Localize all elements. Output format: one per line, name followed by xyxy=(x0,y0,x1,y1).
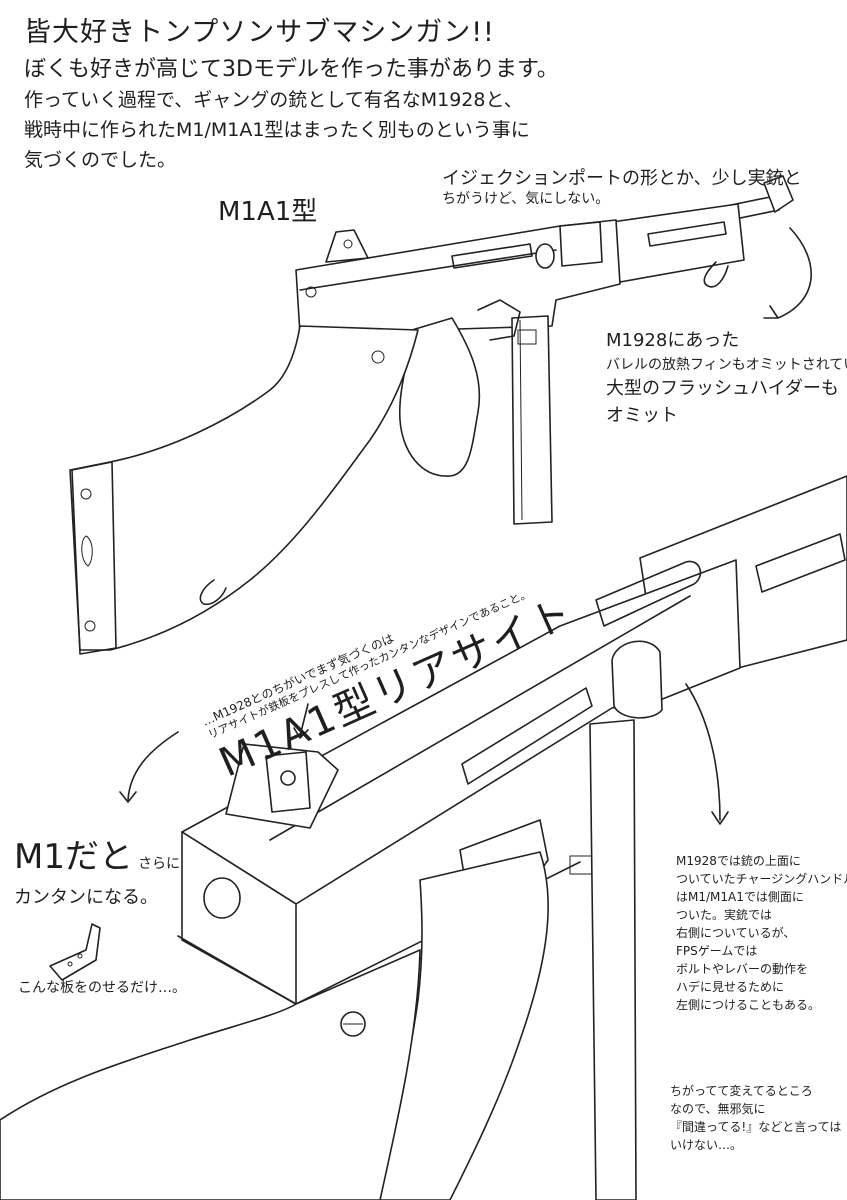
ejection-line-0: イジェクションポートの形とか、少し実銃と xyxy=(442,168,802,189)
barrel-line-3: オミット xyxy=(606,404,678,426)
lower-stock-screw xyxy=(340,1011,366,1037)
charging-line-2: はM1/M1A1では側面に xyxy=(676,890,804,904)
upper-stock xyxy=(69,325,419,651)
closing-note: ちがってて変えてるところ なので、無邪気に 『間違ってる!』などと言っては いけ… xyxy=(670,1082,841,1154)
barrel-arrow xyxy=(777,227,812,319)
intro-text: 皆大好きトンプソンサブマシンガン!! ぼくも好きが高じて3Dモデルを作った事があ… xyxy=(24,16,559,173)
charging-line-8: 左側につけることもある。 xyxy=(676,998,821,1012)
upper-magazine-release xyxy=(517,329,537,345)
lower-rear-knob xyxy=(203,877,241,919)
upper-receiver-front-block xyxy=(559,221,603,267)
lower-charging-knob xyxy=(611,640,663,719)
m1-arrow xyxy=(127,731,179,801)
intro-line-4: 気づくのでした。 xyxy=(24,148,177,171)
barrel-line-2: 大型のフラッシュハイダーも xyxy=(606,378,839,399)
rear-sight-arrow xyxy=(299,703,309,737)
barrel-note: M1928にあった バレルの放熱フィンもオミットされている 大型のフラッシュハイ… xyxy=(606,330,847,427)
ejection-line-1: ちがうけど、気にしない。 xyxy=(442,190,610,207)
upper-stock-screw xyxy=(371,350,385,364)
charging-arrow xyxy=(685,683,721,821)
lower-rear-sight-aperture xyxy=(280,770,296,786)
upper-handguard xyxy=(611,203,745,283)
lower-handguard-slot xyxy=(755,533,846,593)
upper-receiver-slot xyxy=(451,243,533,269)
charging-line-3: ついた。実銃では xyxy=(676,908,773,922)
upper-magazine xyxy=(511,315,553,525)
lower-ejection-port xyxy=(595,560,702,627)
upper-buttplate xyxy=(71,461,117,655)
upper-pistol-grip xyxy=(398,317,481,477)
upper-front-swivel xyxy=(703,261,729,288)
charging-line-1: ついていたチャージングハンドル xyxy=(676,872,847,886)
charging-line-4: 右側についているが、 xyxy=(676,926,796,940)
m1-suffix: さらに xyxy=(138,856,181,872)
annotation-arrows xyxy=(119,227,812,825)
m1-plate-caption: こんな板をのせるだけ…。 xyxy=(18,980,186,996)
barrel-line-0: M1928にあった xyxy=(606,330,740,351)
upper-butt-trap xyxy=(81,535,93,567)
model-label: M1A1型 xyxy=(218,197,318,227)
upper-receiver-screw xyxy=(305,286,317,298)
lower-receiver xyxy=(181,559,741,905)
upper-receiver-edge xyxy=(299,249,557,291)
lower-gun-drawing xyxy=(0,475,847,1200)
intro-line-0: 皆大好きトンプソンサブマシンガン!! xyxy=(24,17,495,48)
upper-charging-knob xyxy=(535,243,555,269)
intro-line-3: 戦時中に作られたM1/M1A1型はまったく別ものという事に xyxy=(24,119,530,141)
intro-line-1: ぼくも好きが高じて3Dモデルを作った事があります。 xyxy=(24,56,559,82)
barrel-line-1: バレルの放熱フィンもオミットされている xyxy=(606,356,847,373)
m1-plate-sketch xyxy=(49,923,101,981)
m1-note: M1だと さらに カンタンになる。 xyxy=(14,836,180,909)
closing-line-0: ちがってて変えてるところ xyxy=(670,1084,813,1098)
upper-gun-drawing xyxy=(69,175,794,655)
ejection-note: イジェクションポートの形とか、少し実銃と ちがうけど、気にしない。 xyxy=(442,168,802,208)
upper-rear-sight xyxy=(325,229,369,263)
charging-line-5: FPSゲームでは xyxy=(676,944,758,958)
m1-heading: M1だと xyxy=(14,837,133,877)
charging-line-6: ボルトやレバーの動作を xyxy=(676,962,809,976)
lower-receiver-slot xyxy=(461,687,593,785)
m1-line-0: カンタンになる。 xyxy=(14,886,158,908)
lower-rear-sight-plate xyxy=(265,751,311,813)
upper-rear-swivel xyxy=(199,579,227,606)
charging-note: M1928では銃の上面に ついていたチャージングハンドル はM1/M1A1では側… xyxy=(676,852,847,1014)
upper-handguard-slot xyxy=(647,221,727,247)
charging-line-7: ハデに見せるために xyxy=(676,980,785,994)
lower-stock xyxy=(0,949,421,1200)
lower-magazine xyxy=(589,719,637,1200)
upper-muzzle xyxy=(763,175,794,213)
closing-line-1: なので、無邪気に xyxy=(670,1102,766,1116)
lower-receiver-ridge xyxy=(269,595,691,841)
upper-trigger-area xyxy=(477,299,521,341)
intro-line-2: 作っていく過程で、ギャングの銃として有名なM1928と、 xyxy=(24,89,523,112)
closing-line-2: 『間違ってる!』などと言っては xyxy=(670,1120,842,1134)
closing-line-3: いけない…。 xyxy=(670,1138,743,1152)
charging-line-0: M1928では銃の上面に xyxy=(676,854,801,868)
